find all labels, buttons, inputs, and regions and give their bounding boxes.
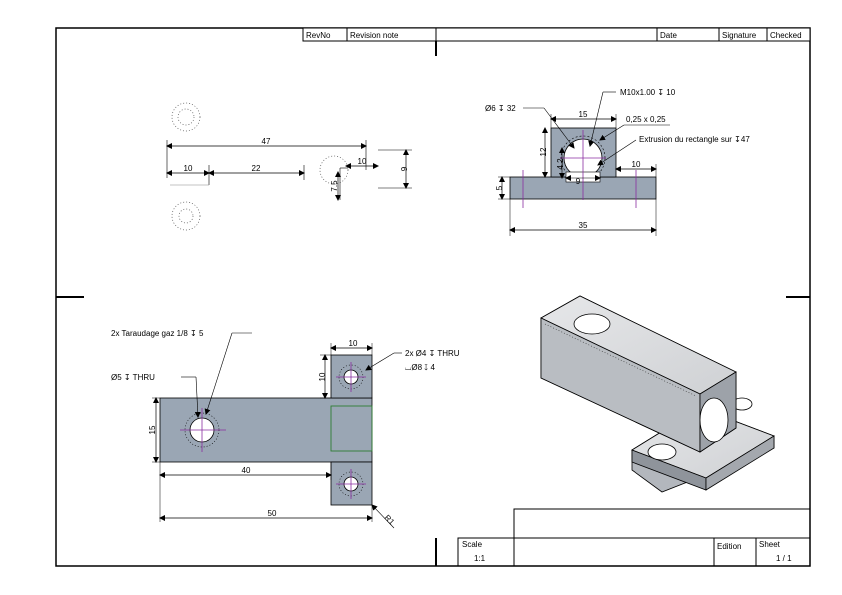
dim-r1: R1 bbox=[383, 513, 397, 527]
hole-note: Ø6 ↧ 32 bbox=[485, 104, 516, 113]
chamfer-note: 0,25 x 0,25 bbox=[626, 115, 666, 124]
dim-9: 9 bbox=[400, 166, 409, 171]
dim-50: 50 bbox=[268, 509, 277, 518]
view-side: 47 10 22 10 9 7.5 bbox=[166, 102, 412, 231]
dim-10-ear-height: 10 bbox=[318, 372, 327, 381]
holes-note: 2x Ø4 ↧ THRU bbox=[405, 349, 460, 358]
view-isometric bbox=[540, 295, 775, 493]
dim-10-front: 10 bbox=[632, 160, 641, 169]
revno-header: RevNo bbox=[306, 31, 331, 40]
sheet-label: Sheet bbox=[759, 540, 781, 549]
iso-top-hole bbox=[573, 313, 611, 335]
extrusion-note: Extrusion du rectangle sur ↧47 bbox=[639, 135, 750, 144]
through-hole-note: Ø5 ↧ THRU bbox=[111, 373, 155, 382]
dim-22: 22 bbox=[252, 164, 261, 173]
thread-note: M10x1.00 ↧ 10 bbox=[620, 88, 676, 97]
dim-10-ear-width: 10 bbox=[349, 339, 358, 348]
date-header: Date bbox=[660, 31, 677, 40]
checked-header: Checked bbox=[770, 31, 802, 40]
iso-end-bore bbox=[699, 397, 729, 443]
revision-note-header: Revision note bbox=[350, 31, 399, 40]
dim-12: 12 bbox=[539, 147, 548, 156]
edition-label: Edition bbox=[717, 542, 741, 551]
view-top: 10 10 15 40 50 R1 2x Taraudage gaz 1/8 ↧… bbox=[111, 329, 460, 529]
dim-35: 35 bbox=[579, 221, 588, 230]
dim-47: 47 bbox=[262, 137, 271, 146]
dim-15-bar: 15 bbox=[148, 425, 157, 434]
scale-value: 1:1 bbox=[474, 554, 486, 563]
dim-9-front: 9 bbox=[576, 177, 581, 186]
dim-7-5: 7.5 bbox=[330, 180, 339, 192]
dim-40: 40 bbox=[242, 466, 251, 475]
revision-table: RevNo Revision note Date Signature Check… bbox=[302, 27, 811, 42]
iso-base-hole-left bbox=[647, 443, 677, 461]
dim-10-right: 10 bbox=[358, 157, 367, 166]
counterbore-note: ⌴Ø8 ↧ 4 bbox=[405, 363, 436, 372]
sheet-value: 1 / 1 bbox=[776, 554, 792, 563]
dim-5: 5 bbox=[495, 185, 504, 190]
title-block: Scale 1:1 Edition Sheet 1 / 1 bbox=[457, 508, 811, 567]
dim-4-2: 4.2 bbox=[556, 158, 565, 170]
scale-label: Scale bbox=[462, 540, 483, 549]
tap-note: 2x Taraudage gaz 1/8 ↧ 5 bbox=[111, 329, 204, 338]
dim-10-left: 10 bbox=[184, 164, 193, 173]
dim-15: 15 bbox=[579, 110, 588, 119]
signature-header: Signature bbox=[722, 31, 757, 40]
view-front: 15 12 4.2 9 10 5 35 M10x1.00 ↧ 10 Ø6 ↧ 3… bbox=[485, 88, 750, 236]
